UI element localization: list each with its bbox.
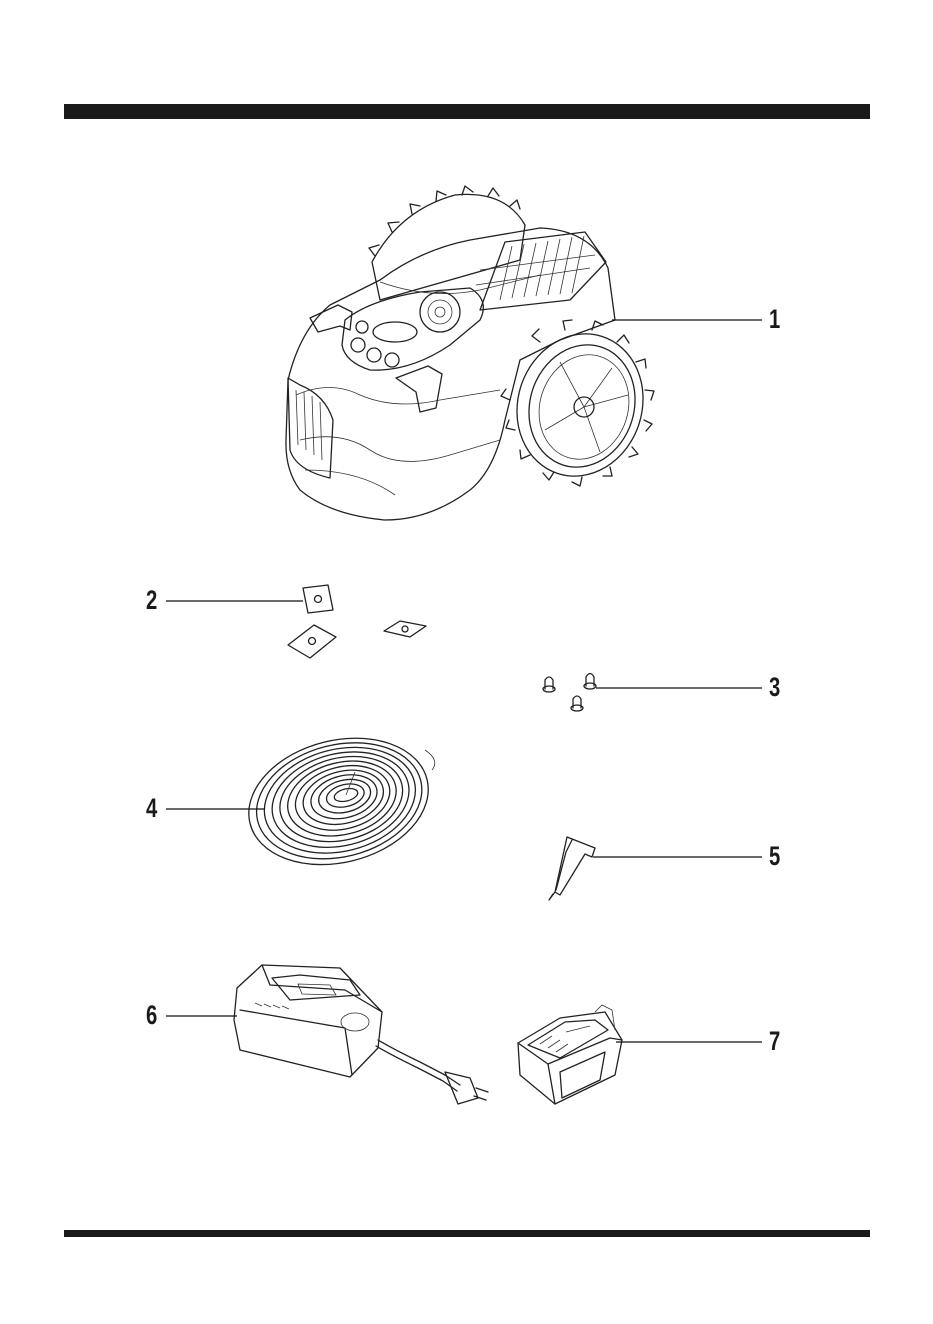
- battery-icon: [518, 1005, 622, 1104]
- callout-number-5: 5: [769, 843, 780, 870]
- callout-number-7: 7: [769, 1028, 780, 1055]
- coil-ring: [262, 738, 419, 861]
- screw-icon: [543, 674, 596, 712]
- coil-ring: [289, 756, 397, 839]
- callout-number-4: 4: [146, 795, 157, 822]
- callout-number-6: 6: [146, 1002, 157, 1029]
- robotic-mower-icon: [286, 186, 661, 520]
- callout-number-2: 2: [146, 587, 157, 614]
- blade-icon: [288, 585, 426, 658]
- coil-ring: [315, 774, 374, 818]
- charger-icon: [234, 965, 488, 1104]
- callout-number-3: 3: [769, 674, 780, 701]
- callout-number-1: 1: [769, 306, 780, 333]
- peg-icon: [549, 837, 595, 900]
- boundary-wire-icon: [235, 720, 441, 883]
